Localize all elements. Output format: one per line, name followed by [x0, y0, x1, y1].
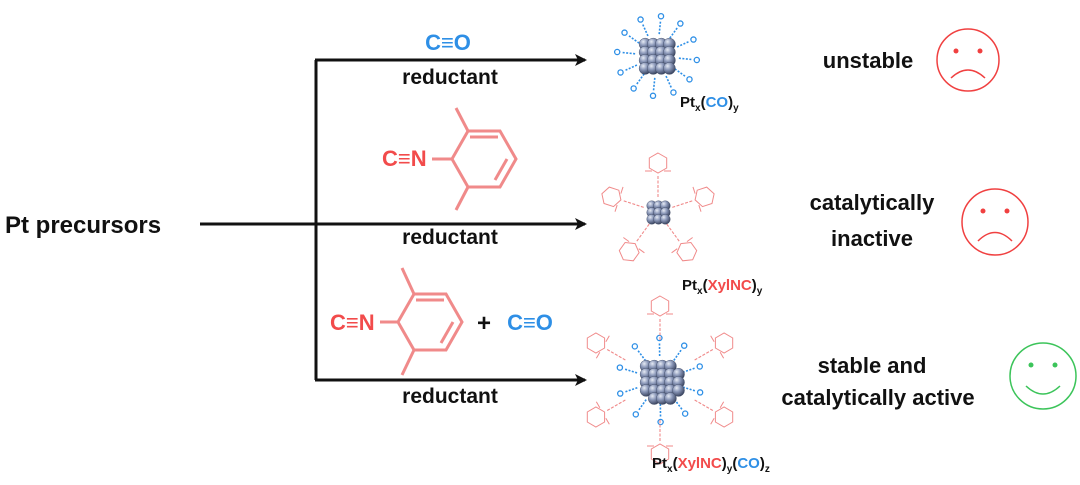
pt-co-cluster: [613, 12, 701, 100]
reductant-label-3: reductant: [402, 385, 498, 408]
pt-xylnc-co-cluster: [586, 295, 734, 465]
product-formula-1: Ptx(CO)y: [680, 94, 739, 114]
outcome-unstable: unstable: [823, 48, 913, 73]
outcome-line-3: stable and: [818, 353, 927, 378]
product-formula-3: Ptx(XylNC)y(CO)z: [652, 455, 770, 475]
outcome-line-1: catalytically: [810, 190, 936, 215]
branch-arrows: [200, 54, 587, 386]
reductant-label-2: reductant: [402, 226, 498, 249]
product-formula-2: Ptx(XylNC)y: [682, 277, 763, 297]
pt-xylnc-cluster: [601, 152, 715, 262]
xylyl-isocyanide-structure-2: C≡N: [330, 267, 464, 376]
isocyanide-group-label: C≡N: [382, 146, 427, 171]
happy-face-icon: [1009, 342, 1077, 410]
sad-face-icon: [936, 28, 1000, 92]
outcome-line-4: catalytically active: [781, 385, 974, 410]
plus-sign: +: [477, 310, 491, 337]
source-label: Pt precursors: [5, 212, 161, 239]
outcome-line-2: inactive: [831, 226, 913, 251]
co-reagent-label: C≡O: [425, 30, 471, 55]
xylyl-isocyanide-structure-1: C≡N: [382, 107, 518, 211]
isocyanide-group-label-2: C≡N: [330, 310, 375, 335]
reductant-label-1: reductant: [402, 66, 498, 89]
sad-face-icon-2: [961, 188, 1029, 256]
co-reagent-label-2: C≡O: [507, 310, 553, 335]
